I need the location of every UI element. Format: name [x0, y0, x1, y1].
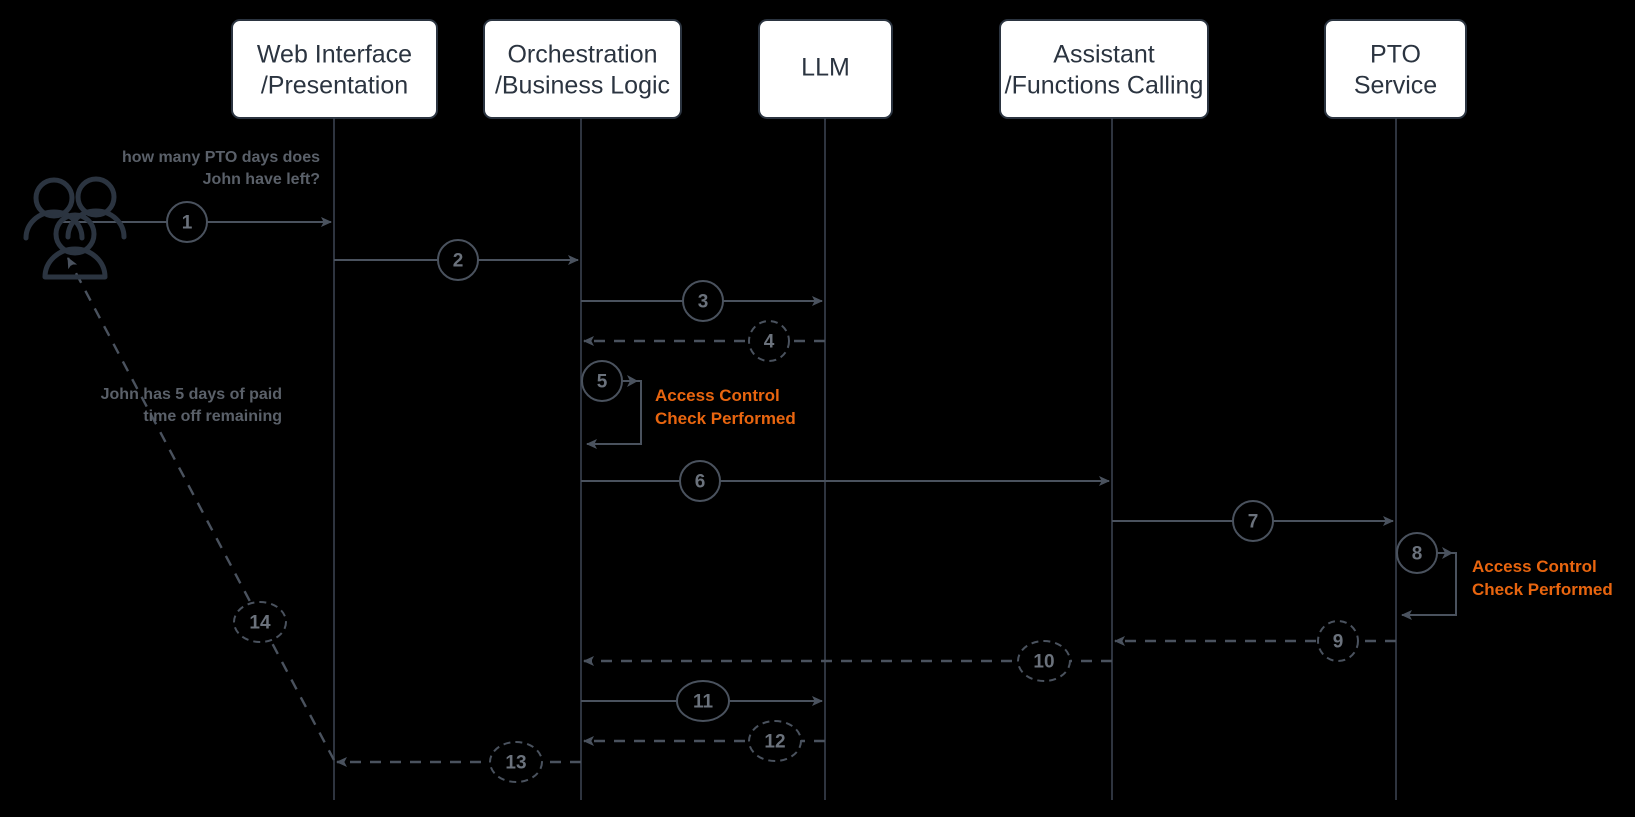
step-badge-shape-4 [748, 320, 790, 362]
self-message-8-arrowhead [1442, 547, 1453, 559]
participant-label2-orch: /Business Logic [495, 72, 670, 100]
step-badge-13: 13 [489, 741, 543, 783]
step-badge-label-5: 5 [597, 372, 608, 393]
participant-label-assist: Assistant [1053, 41, 1154, 69]
step-badge-label-14: 14 [249, 613, 271, 634]
note-8-line-1: Access Control [1472, 557, 1597, 576]
step-badge-label-2: 2 [453, 251, 464, 272]
participant-label2-pto: Service [1354, 72, 1437, 100]
participant-label-orch: Orchestration [507, 41, 657, 69]
messages-group [62, 217, 1396, 767]
step-badge-shape-2 [437, 239, 479, 281]
step-badge-shape-7 [1232, 500, 1274, 542]
participant-label-pto: PTO [1370, 41, 1421, 69]
step-badge-10: 10 [1017, 640, 1071, 682]
step-badge-shape-1 [166, 201, 208, 243]
note-5-line-1: Access Control [655, 386, 780, 405]
participant-web[interactable]: Web Interface/Presentation [231, 19, 438, 119]
participant-label2-assist: /Functions Calling [1005, 72, 1204, 100]
step-badge-label-3: 3 [698, 292, 709, 313]
caption-answer-line-2: time off remaining [143, 408, 282, 425]
step-badge-8: 8 [1396, 532, 1438, 574]
actor-users-icon[interactable] [23, 176, 127, 280]
participant-pto[interactable]: PTO Service [1324, 19, 1467, 119]
step-badge-label-6: 6 [695, 472, 706, 493]
participant-box-orch[interactable] [483, 19, 682, 119]
step-badge-shape-8 [1396, 532, 1438, 574]
step-badge-shape-12 [748, 720, 802, 762]
step-badge-label-12: 12 [764, 732, 785, 753]
step-badge-12: 12 [748, 720, 802, 762]
step-badge-14: 14 [233, 601, 287, 643]
step-badge-label-8: 8 [1412, 544, 1423, 565]
step-badge-shape-5 [581, 360, 623, 402]
step-badge-5: 5 [581, 360, 623, 402]
participant-label-web: Web Interface [257, 41, 412, 69]
participant-label-llm: LLM [801, 54, 850, 82]
step-badge-11: 11 [676, 680, 730, 722]
caption-question-line-1: how many PTO days does [122, 149, 320, 166]
caption-answer-line-1: John has 5 days of paid [101, 386, 282, 403]
step-badge-7: 7 [1232, 500, 1274, 542]
message-14-line[interactable] [66, 257, 336, 761]
step-badge-shape-10 [1017, 640, 1071, 682]
step-badge-label-9: 9 [1333, 632, 1344, 653]
participant-llm[interactable]: LLM [758, 19, 893, 119]
step-badge-label-10: 10 [1033, 652, 1054, 673]
actor-group [23, 176, 127, 280]
caption-question-line-2: John have left? [203, 171, 320, 188]
step-badge-9: 9 [1317, 620, 1359, 662]
step-badge-label-4: 4 [764, 332, 775, 353]
step-badge-label-11: 11 [693, 692, 714, 713]
step-badge-shape-6 [679, 460, 721, 502]
step-badge-3: 3 [682, 280, 724, 322]
note-8-line-2: Check Performed [1472, 580, 1613, 599]
step-badge-label-1: 1 [182, 213, 193, 234]
step-badge-6: 6 [679, 460, 721, 502]
self-message-5-arrowhead [627, 375, 638, 387]
lifelines-group: Web Interface/PresentationOrchestration/… [231, 19, 1467, 800]
participant-box-assist[interactable] [999, 19, 1209, 119]
participant-label2-web: /Presentation [261, 72, 408, 100]
step-badge-1: 1 [166, 201, 208, 243]
participant-box-pto[interactable] [1324, 19, 1467, 119]
step-badge-shape-14 [233, 601, 287, 643]
step-badge-2: 2 [437, 239, 479, 281]
participant-assist[interactable]: Assistant/Functions Calling [999, 19, 1209, 119]
caption-answer: John has 5 days of paid time off remainin… [101, 386, 282, 425]
step-badge-shape-9 [1317, 620, 1359, 662]
participant-box-web[interactable] [231, 19, 438, 119]
step-badge-4: 4 [748, 320, 790, 362]
step-badge-shape-13 [489, 741, 543, 783]
participant-orch[interactable]: Orchestration/Business Logic [483, 19, 682, 119]
step-badge-shape-3 [682, 280, 724, 322]
step-badge-shape-11 [676, 680, 730, 722]
step-badge-label-7: 7 [1248, 512, 1259, 533]
note-5-line-2: Check Performed [655, 409, 796, 428]
step-badge-label-13: 13 [505, 753, 526, 774]
